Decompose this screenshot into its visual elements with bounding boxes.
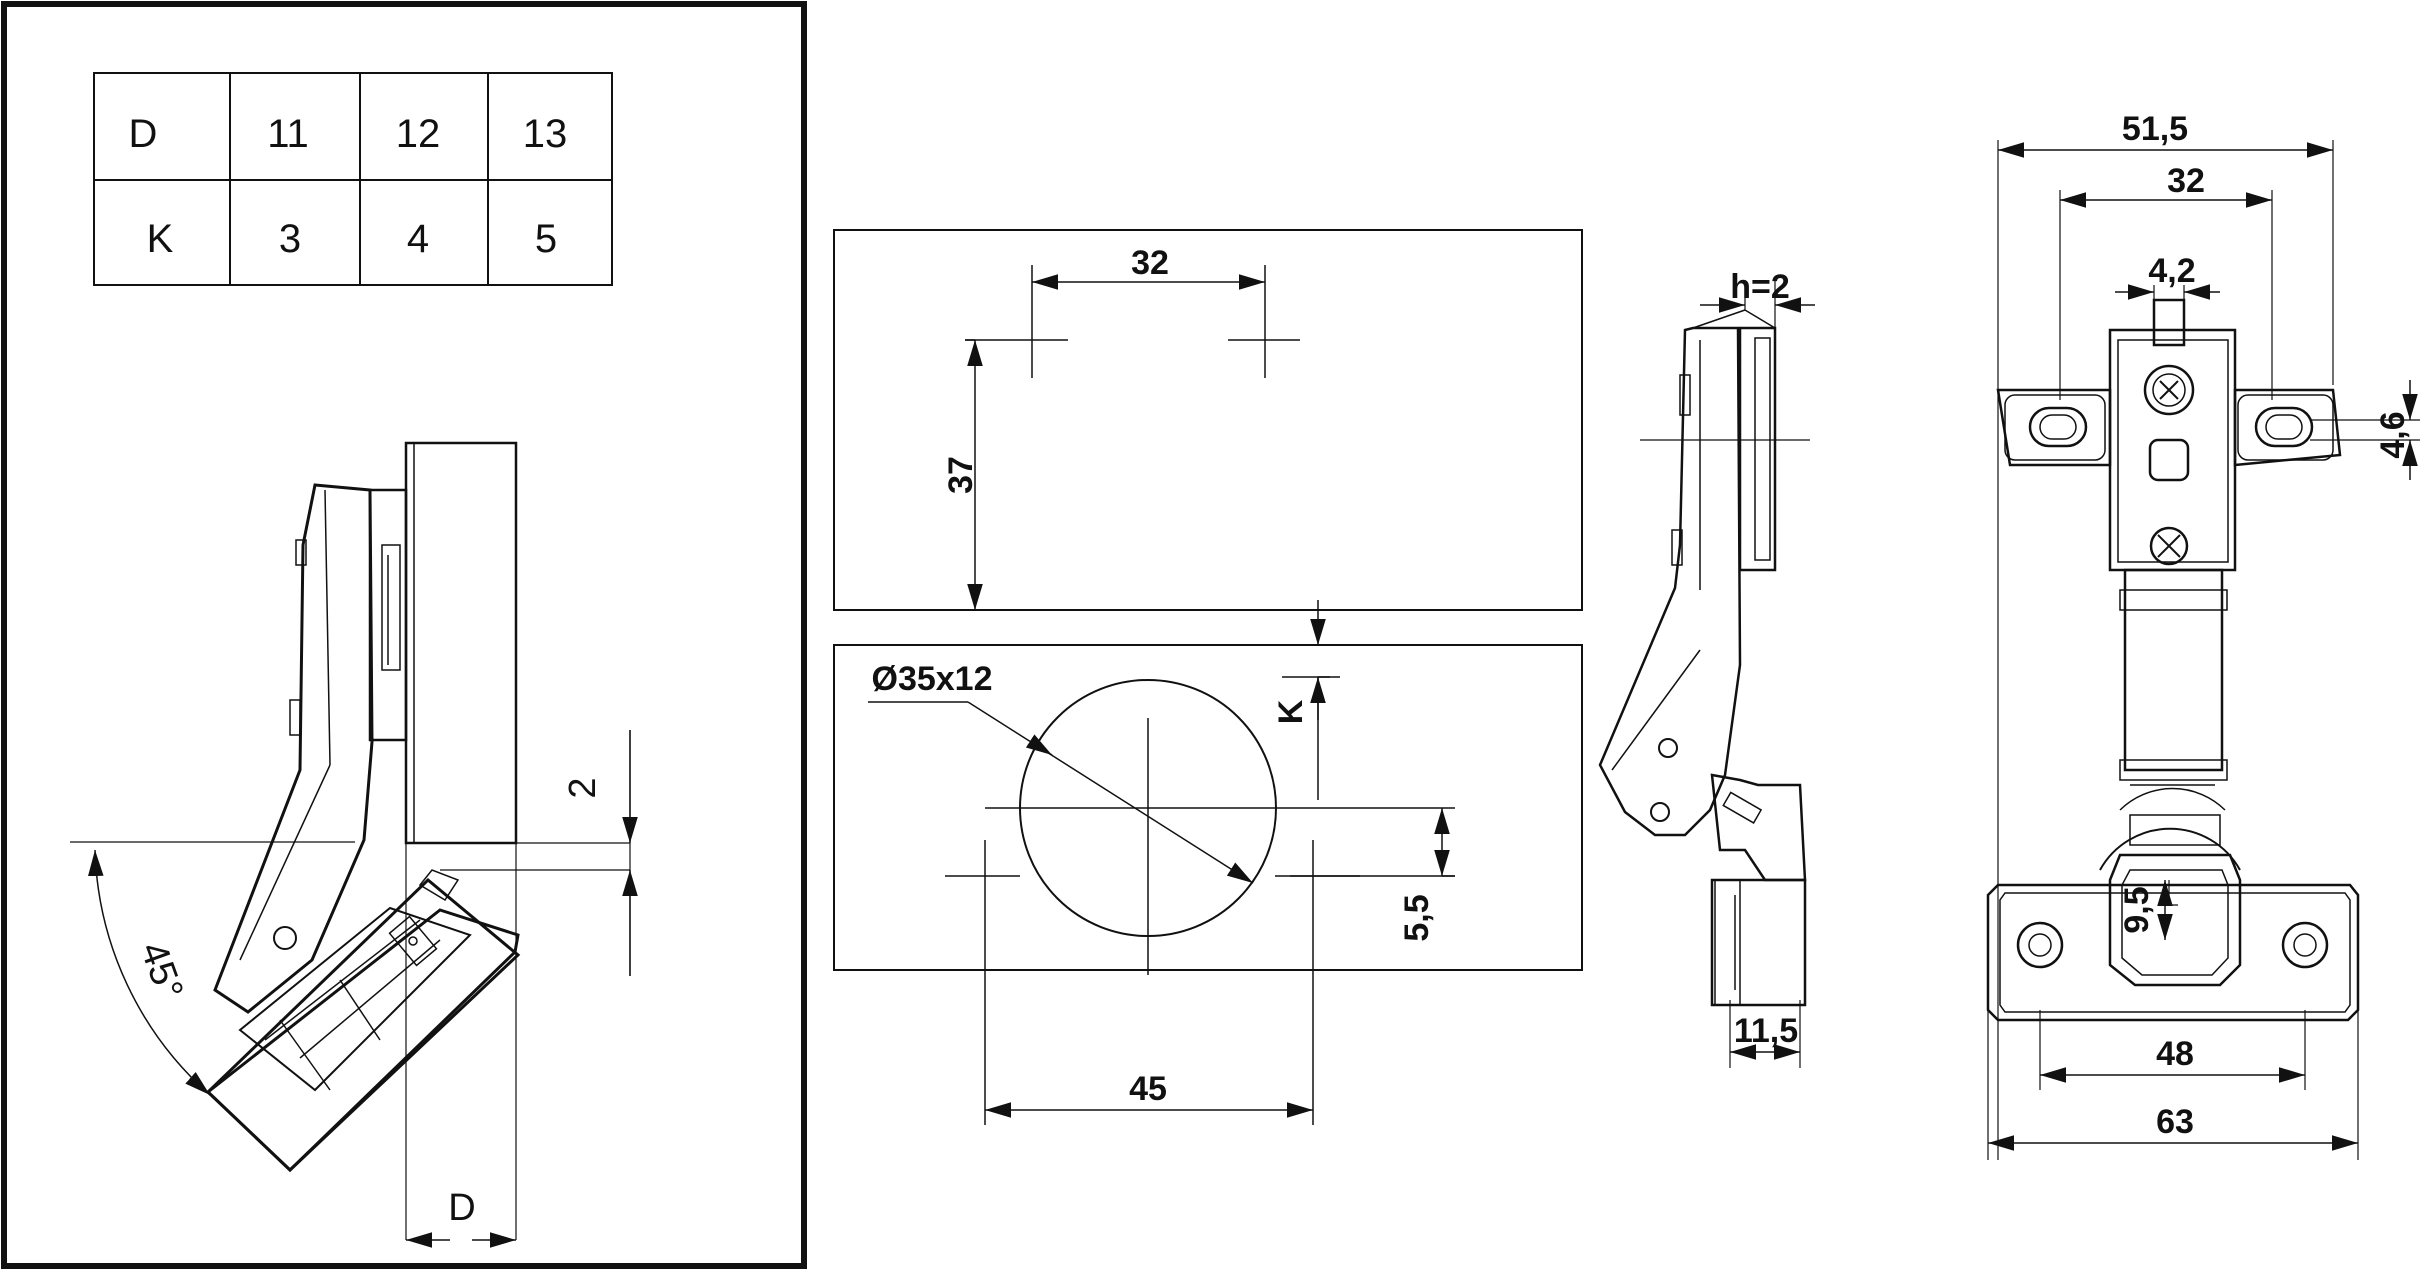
profile-reference-lines: [1640, 280, 1810, 1068]
edge-distance-dim-label: K: [1272, 699, 1310, 724]
total-width-dim-label: 51,5: [2122, 110, 2188, 148]
table-header-k: K: [147, 217, 174, 261]
cabinet-side-board: [833, 229, 1583, 611]
table-cell-k-3: 5: [535, 217, 557, 261]
profile-hinge-body: [1598, 309, 1807, 1007]
base-width-dim-label: 63: [2156, 1103, 2194, 1141]
left-panel-frame: [1, 1, 807, 1269]
drilling-center-marks: [945, 265, 1455, 1125]
angle-dim-arc: [87, 849, 211, 1096]
base-hole-spacing-dim-label: 48: [2156, 1035, 2194, 1073]
table-header-d: D: [129, 112, 158, 156]
table-cell-d-2: 12: [396, 112, 441, 156]
hole-depth-dim-label: 37: [942, 456, 980, 494]
side-view-reference-lines: [70, 730, 631, 1240]
door-board: [833, 644, 1583, 971]
slot-width-dim-label: 4,2: [2148, 252, 2195, 290]
cup-diameter-leader: [967, 701, 1254, 884]
profile-view: h=2 11,5: [1598, 268, 1815, 1068]
hinge-side-view: [205, 441, 521, 1173]
drilling-panel: 32 37 K Ø35x12 5,5 45: [833, 229, 1583, 1125]
slot-height-dim-label: 4,6: [2374, 411, 2412, 458]
offset-dim-label: 5,5: [1398, 894, 1436, 941]
cup-hole-circle: [1019, 679, 1277, 937]
overlay-table: [93, 72, 613, 286]
front-view: 51,5 32 4,2 4,6 9,5 48 63: [1986, 110, 2420, 1160]
table-cell-k-2: 4: [407, 217, 429, 261]
table-cell-d-1: 11: [267, 112, 309, 156]
cup-diameter-label: Ø35x12: [872, 660, 993, 698]
left-panel: D 11 12 13 K 3 4 5: [1, 1, 807, 1269]
front-hinge-body: [1986, 298, 2360, 1022]
cup-offset-dim-label: 9,5: [2118, 886, 2156, 933]
inner-width-dim-label: 32: [2167, 162, 2205, 200]
overlay-dim-label: D: [448, 1187, 475, 1229]
angle-dim-label: 45°: [132, 937, 191, 1005]
h-dim-label: h=2: [1730, 268, 1790, 306]
gap-dim-label: 2: [562, 777, 604, 798]
depth-dim-label: 11,5: [1734, 1012, 1798, 1050]
cup-spacing-dim-label: 45: [1129, 1070, 1167, 1108]
table-cell-d-3: 13: [523, 112, 568, 156]
front-reference-lines: [1987, 140, 2420, 1160]
table-cell-k-1: 3: [279, 217, 301, 261]
hole-spacing-dim-label: 32: [1131, 244, 1169, 282]
